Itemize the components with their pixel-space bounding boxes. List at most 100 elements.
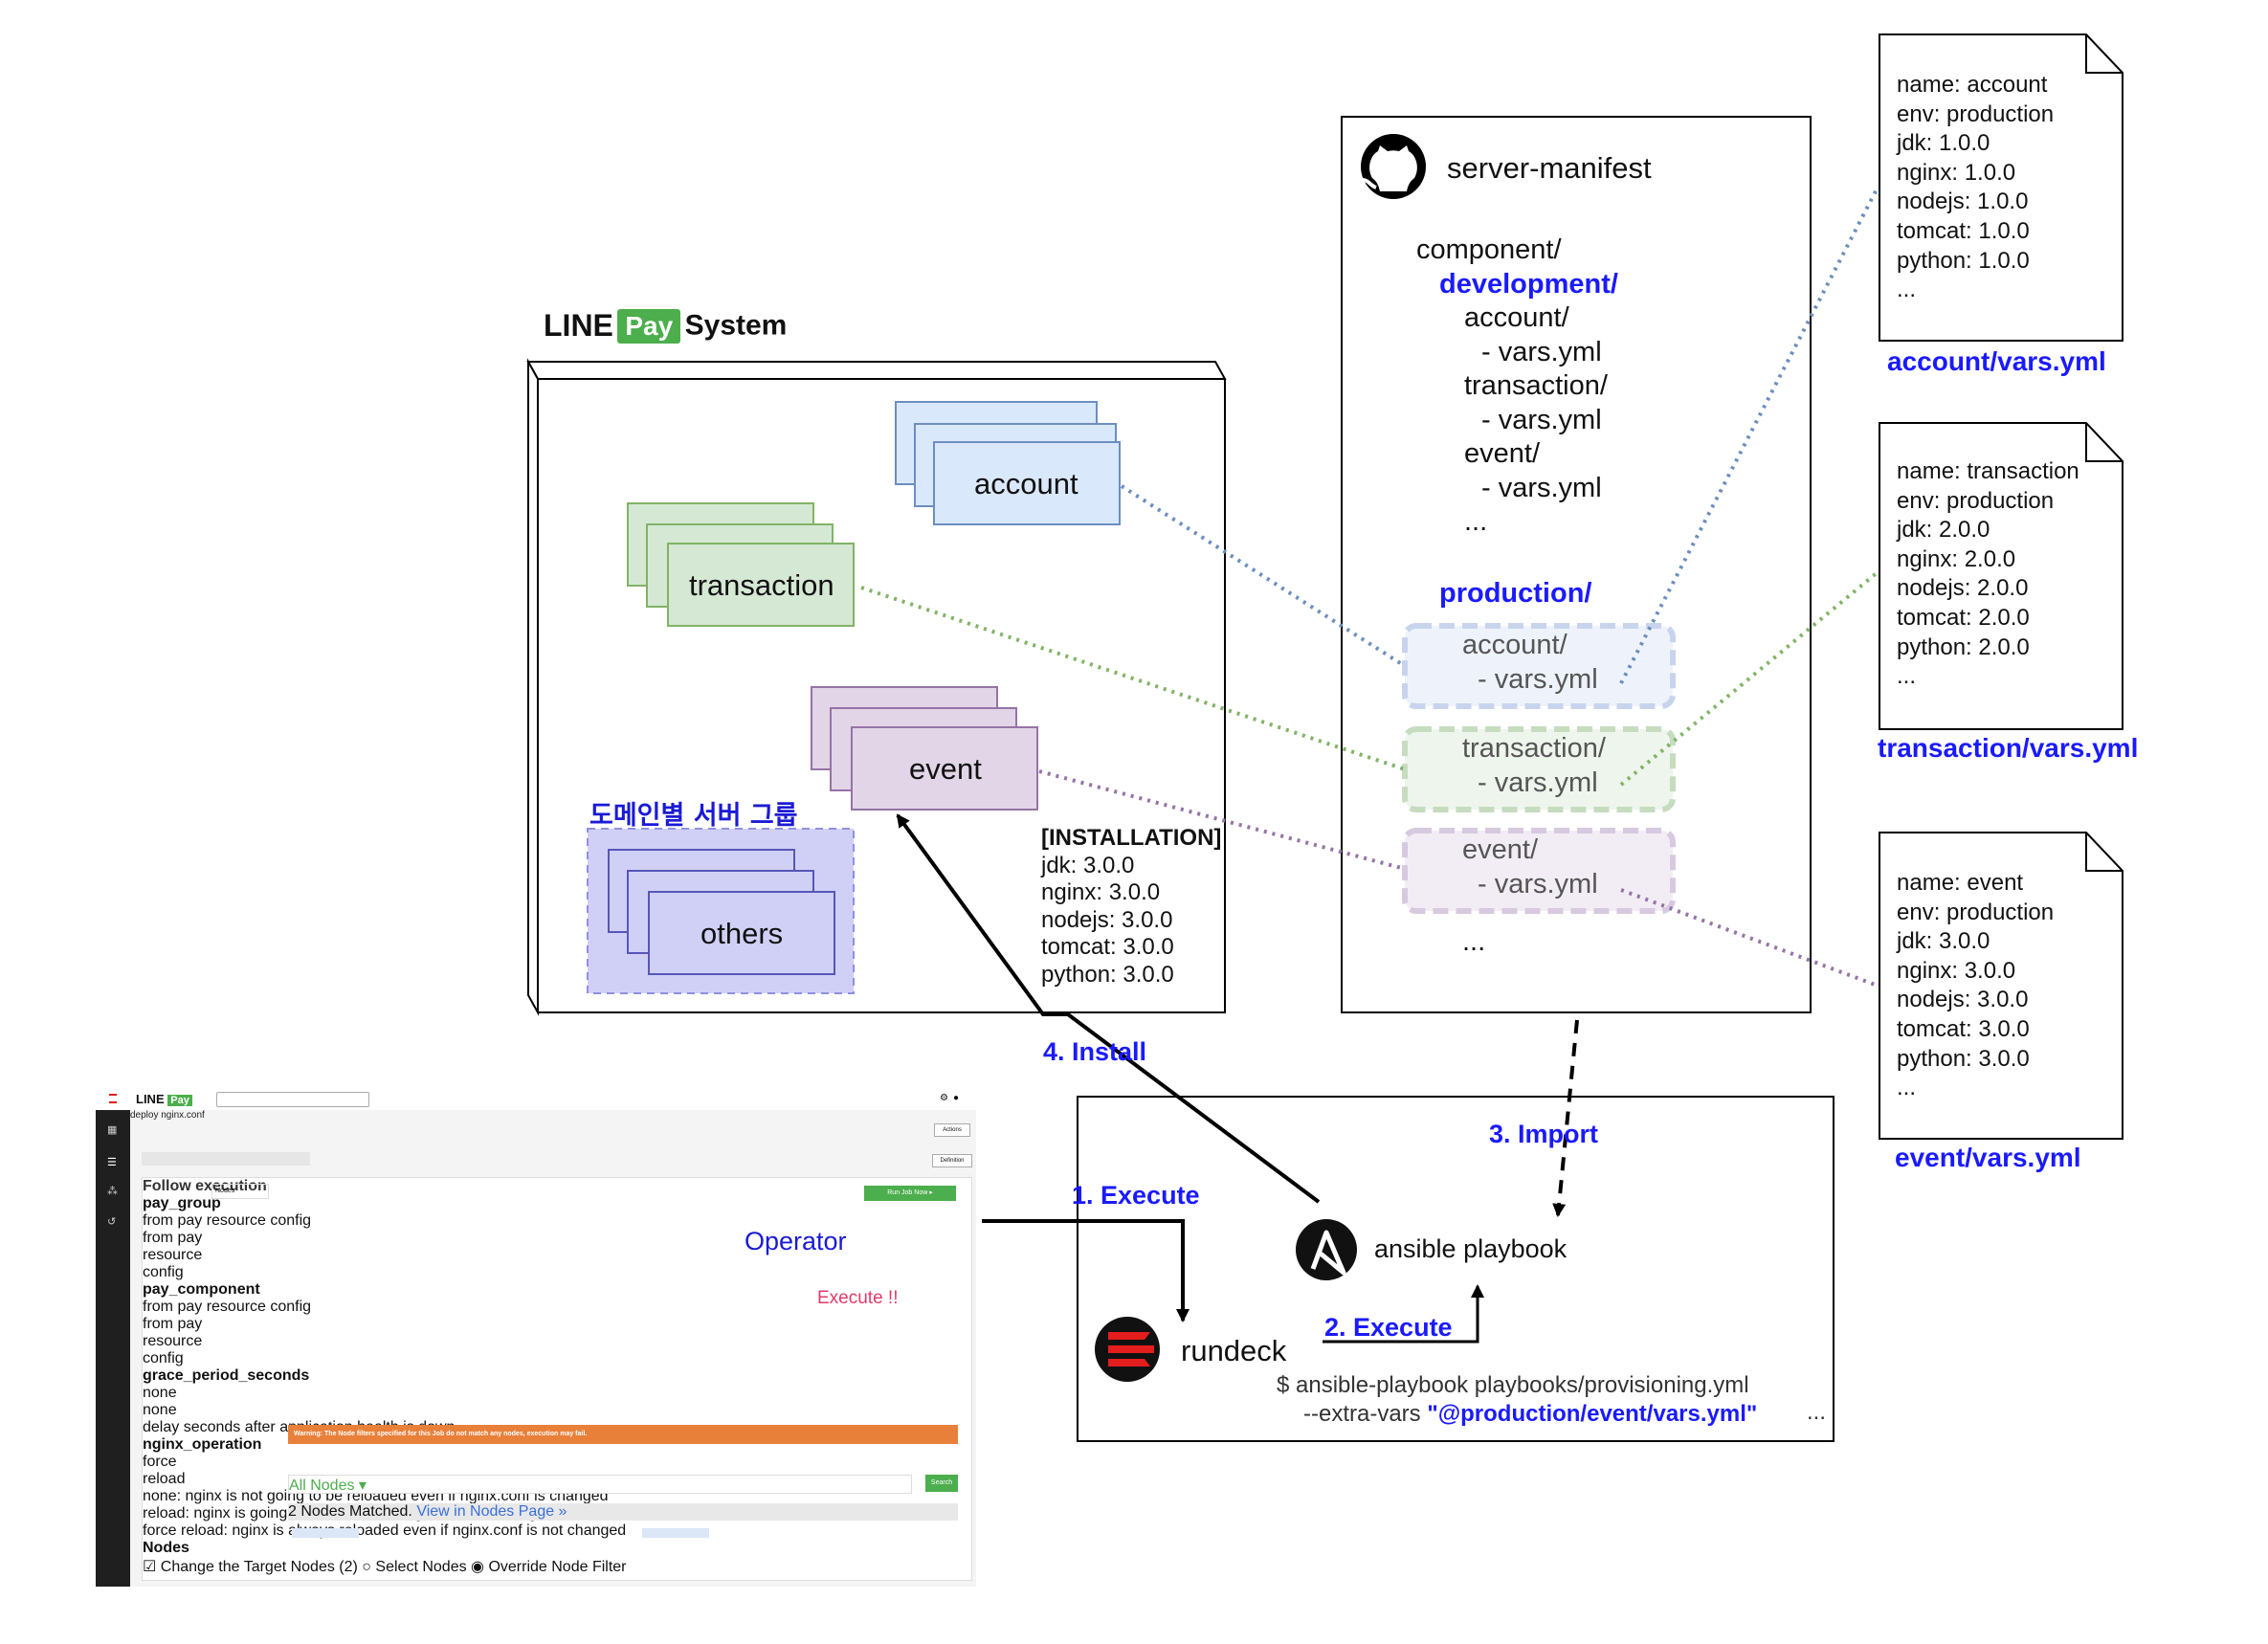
doc-line: tomcat: 1.0.0 (1897, 217, 2030, 244)
step-install: 4. Install (1043, 1037, 1147, 1066)
nginx-operation-select[interactable]: force reload (143, 1454, 202, 1488)
step-execute1: 1. Execute (1072, 1181, 1200, 1210)
dashboard-icon[interactable]: ▦ (107, 1124, 118, 1136)
command-arg: "@production/event/vars.yml" (1427, 1401, 1758, 1427)
prod-account-box (1402, 623, 1676, 709)
doc-account (1879, 33, 2123, 342)
field-label-pay-component: pay_component (143, 1281, 260, 1298)
field-label-grace-period: grace_period_seconds (143, 1367, 310, 1384)
doc-account-text: name: account env: production jdk: 1.0.0… (1897, 71, 2054, 305)
rundeck-logo-icon (109, 1094, 117, 1103)
installation-line: jdk: 3.0.0 (1041, 852, 1135, 878)
server-label-others: others (700, 917, 784, 950)
actions-button[interactable]: Actions (934, 1123, 970, 1137)
change-target-checkbox[interactable]: ☑ Change the Target Nodes (2) ○ Select N… (143, 1559, 627, 1575)
tree-item: - vars.yml (1481, 336, 1602, 367)
search-button[interactable]: Search (925, 1475, 958, 1492)
nodes-icon[interactable]: ⁂ (107, 1186, 118, 1197)
tree-item: event/ (1464, 438, 1540, 469)
pay-component-select[interactable]: from pay resource config (143, 1316, 242, 1367)
tools-box (1077, 1096, 1834, 1442)
execute2-arrow (1323, 1284, 1484, 1344)
tree-item: - vars.yml (1481, 404, 1602, 435)
doc-line: env: production (1897, 487, 2055, 514)
doc-line: tomcat: 2.0.0 (1897, 604, 2030, 631)
prod-transaction-text: transaction/ - vars.yml (1462, 731, 1606, 800)
grace-period-select[interactable]: none (143, 1402, 196, 1419)
installation-line: nodejs: 3.0.0 (1041, 906, 1173, 933)
import-arrow (1552, 1019, 1579, 1217)
command-trailing: ... (1807, 1399, 1827, 1425)
rundeck-sidebar: ▦ ☰ ⁂ ↺ (96, 1110, 130, 1587)
doc-line: nginx: 2.0.0 (1897, 545, 2016, 572)
follow-execution-select[interactable]: Nodes (211, 1184, 269, 1199)
prod-file: - vars.yml (1478, 869, 1598, 900)
view-nodes-link[interactable]: View in Nodes Page » (416, 1503, 567, 1520)
doc-line: nginx: 1.0.0 (1897, 159, 2016, 186)
doc-event-text: name: event env: production jdk: 3.0.0 n… (1897, 869, 2054, 1103)
select-nodes-label[interactable]: Select Nodes (375, 1559, 467, 1575)
tree-item-development: development/ (1439, 268, 1618, 300)
dotted-connectors (860, 187, 1879, 988)
installation-line: tomcat: 3.0.0 (1041, 934, 1174, 960)
prod-file: - vars.yml (1478, 767, 1598, 798)
doc-line: nodejs: 1.0.0 (1897, 189, 2029, 215)
node-chip (642, 1528, 709, 1538)
run-job-button[interactable]: Run Job Now ▸ (864, 1186, 956, 1201)
activity-icon[interactable]: ↺ (107, 1216, 117, 1228)
job-title: deploy nginx.conf (130, 1110, 205, 1121)
transaction-stack (627, 502, 855, 627)
prod-file: - vars.yml (1478, 664, 1598, 695)
ansible-label: ansible playbook (1374, 1234, 1568, 1263)
doc-line: nodejs: 2.0.0 (1897, 575, 2029, 602)
all-nodes-dropdown[interactable]: All Nodes ▾ (289, 1477, 367, 1494)
doc-line: python: 3.0.0 (1897, 1045, 2030, 1072)
rundeck-brand: LINE Pay (136, 1092, 192, 1106)
manifest-tree: component/ development/ account/ - vars.… (1416, 233, 1618, 540)
follow-execution-label: Follow execution (143, 1178, 267, 1194)
settings-icon[interactable]: ⚙ (940, 1093, 948, 1103)
field-label-nginx-operation: nginx_operation (143, 1436, 262, 1453)
doc-line: name: event (1897, 870, 2024, 896)
job-form-panel: Follow execution Nodes Run Job Now ▸ pay… (142, 1177, 972, 1581)
jobs-icon[interactable]: ☰ (107, 1157, 117, 1168)
installation-line: nginx: 3.0.0 (1041, 879, 1161, 905)
brand-line: LINE (544, 308, 613, 343)
brand-header: LINE Pay System (544, 308, 787, 348)
execute1-arrow (982, 1219, 1190, 1322)
project-select[interactable] (216, 1092, 369, 1107)
execute-note: Execute !! (817, 1288, 899, 1308)
command-prefix: --extra-vars (1303, 1401, 1428, 1427)
install-arrow (896, 813, 1321, 1204)
step-execute2: 2. Execute (1324, 1313, 1453, 1342)
prod-transaction-box (1402, 726, 1676, 812)
definition-button[interactable]: Definition (932, 1154, 972, 1167)
nodes-label: Nodes (143, 1540, 189, 1556)
ansible-icon (1296, 1219, 1357, 1280)
tree-item: component/ (1416, 234, 1562, 265)
doc-line: ... (1897, 1075, 1917, 1101)
doc-transaction (1879, 422, 2123, 730)
server-label-account: account (974, 467, 1078, 500)
prod-account-text: account/ - vars.yml (1462, 628, 1598, 697)
user-icon[interactable]: ● (953, 1093, 960, 1103)
installation-title: [INSTALLATION] (1041, 825, 1222, 851)
nodes-warning: Warning: The Node filters specified for … (288, 1425, 958, 1444)
pay-group-input[interactable]: from pay resource config (143, 1212, 312, 1229)
node-filter-bar: All Nodes ▾ (288, 1475, 912, 1494)
rundeck-icon (1095, 1317, 1160, 1382)
override-filter-label[interactable]: Override Node Filter (488, 1559, 627, 1575)
rundeck-brand-pay: Pay (167, 1095, 192, 1106)
grace-period-input[interactable]: none (143, 1385, 177, 1401)
production-label: production/ (1439, 578, 1592, 609)
doc-line: python: 1.0.0 (1897, 247, 2030, 274)
job-uuid-field (142, 1152, 310, 1166)
pay-component-input[interactable]: from pay resource config (143, 1299, 312, 1315)
account-stack (895, 401, 1121, 525)
prod-dir: transaction/ (1462, 733, 1606, 764)
pay-group-select[interactable]: from pay resource config (143, 1230, 242, 1281)
node-chip (292, 1528, 359, 1538)
rundeck-ui: LINE Pay ⚙ ● ▦ ☰ ⁂ ↺ deploy nginx.conf A… (96, 1089, 976, 1587)
nodes-matched-bar: 2 Nodes Matched. View in Nodes Page » (288, 1503, 958, 1521)
